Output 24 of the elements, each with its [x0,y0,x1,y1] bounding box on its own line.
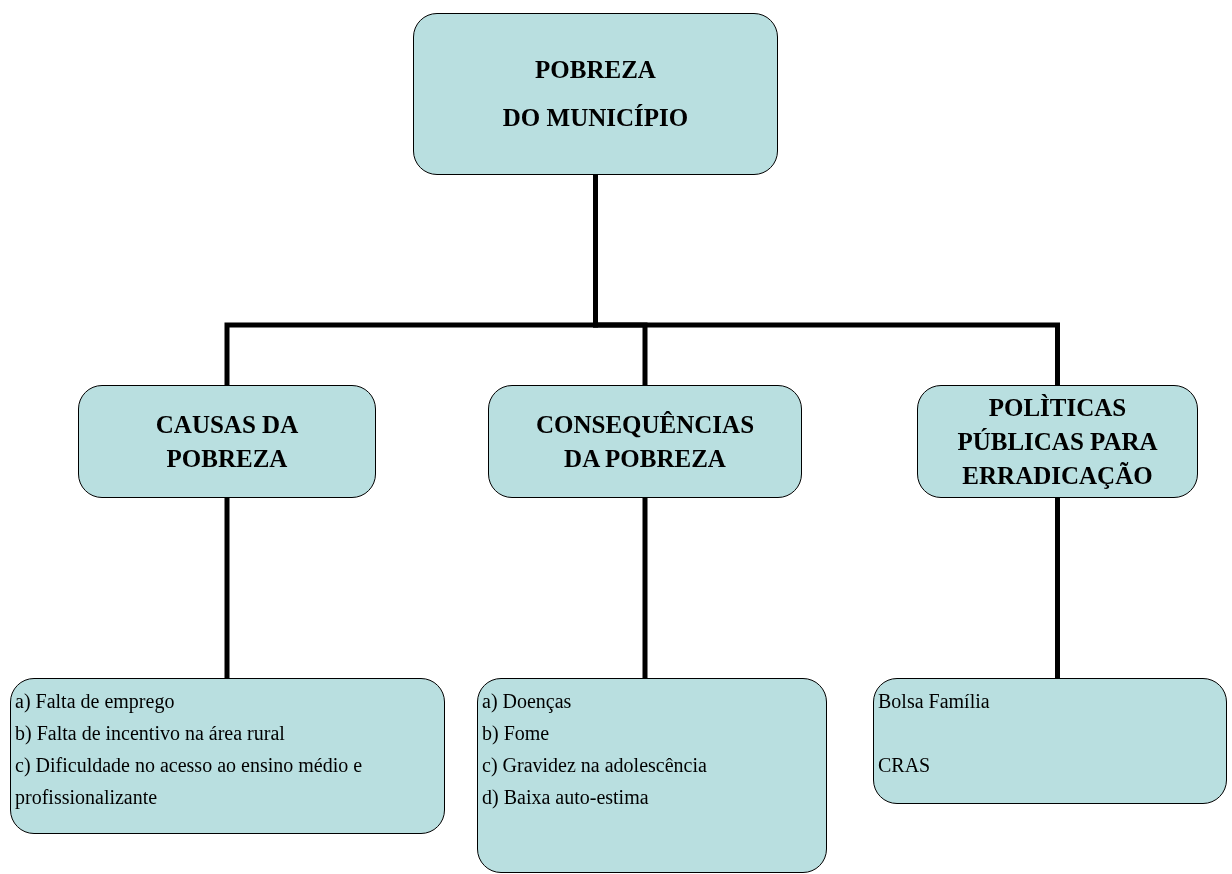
list-item: b) Fome [482,721,551,746]
list-item: c) Dificuldade no acesso ao ensino médio e profissionalizante [15,753,364,811]
heading-text: POBREZA [535,55,656,85]
connector-line [1055,498,1060,678]
category-box [917,385,1198,498]
detail-box [10,678,445,834]
list-item: b) Falta de incentivo na área rural [15,721,286,746]
category-box [488,385,802,498]
list-item: Bolsa Família [878,689,991,714]
list-item: CRAS [878,753,932,778]
heading-text: DO MUNICÍPIO [502,103,689,133]
connector-line [642,498,648,678]
list-item: c) Gravidez na adolescência [482,753,708,778]
category-box [78,385,376,498]
list-item: d) Baixa auto-estima [482,785,650,810]
detail-box [873,678,1227,804]
connector-line [224,498,230,678]
heading-text: CAUSAS DA POBREZA [154,409,300,474]
list-item: a) Doenças [482,689,573,715]
root-box [413,13,778,175]
heading-text: POLÌTICAS PÚBLICAS PARA ERRADICAÇÃO [956,392,1159,491]
heading-text: CONSEQUÊNCIAS DA POBREZA [534,409,756,474]
list-item: a) Falta de emprego [15,689,176,715]
detail-box [477,678,827,873]
